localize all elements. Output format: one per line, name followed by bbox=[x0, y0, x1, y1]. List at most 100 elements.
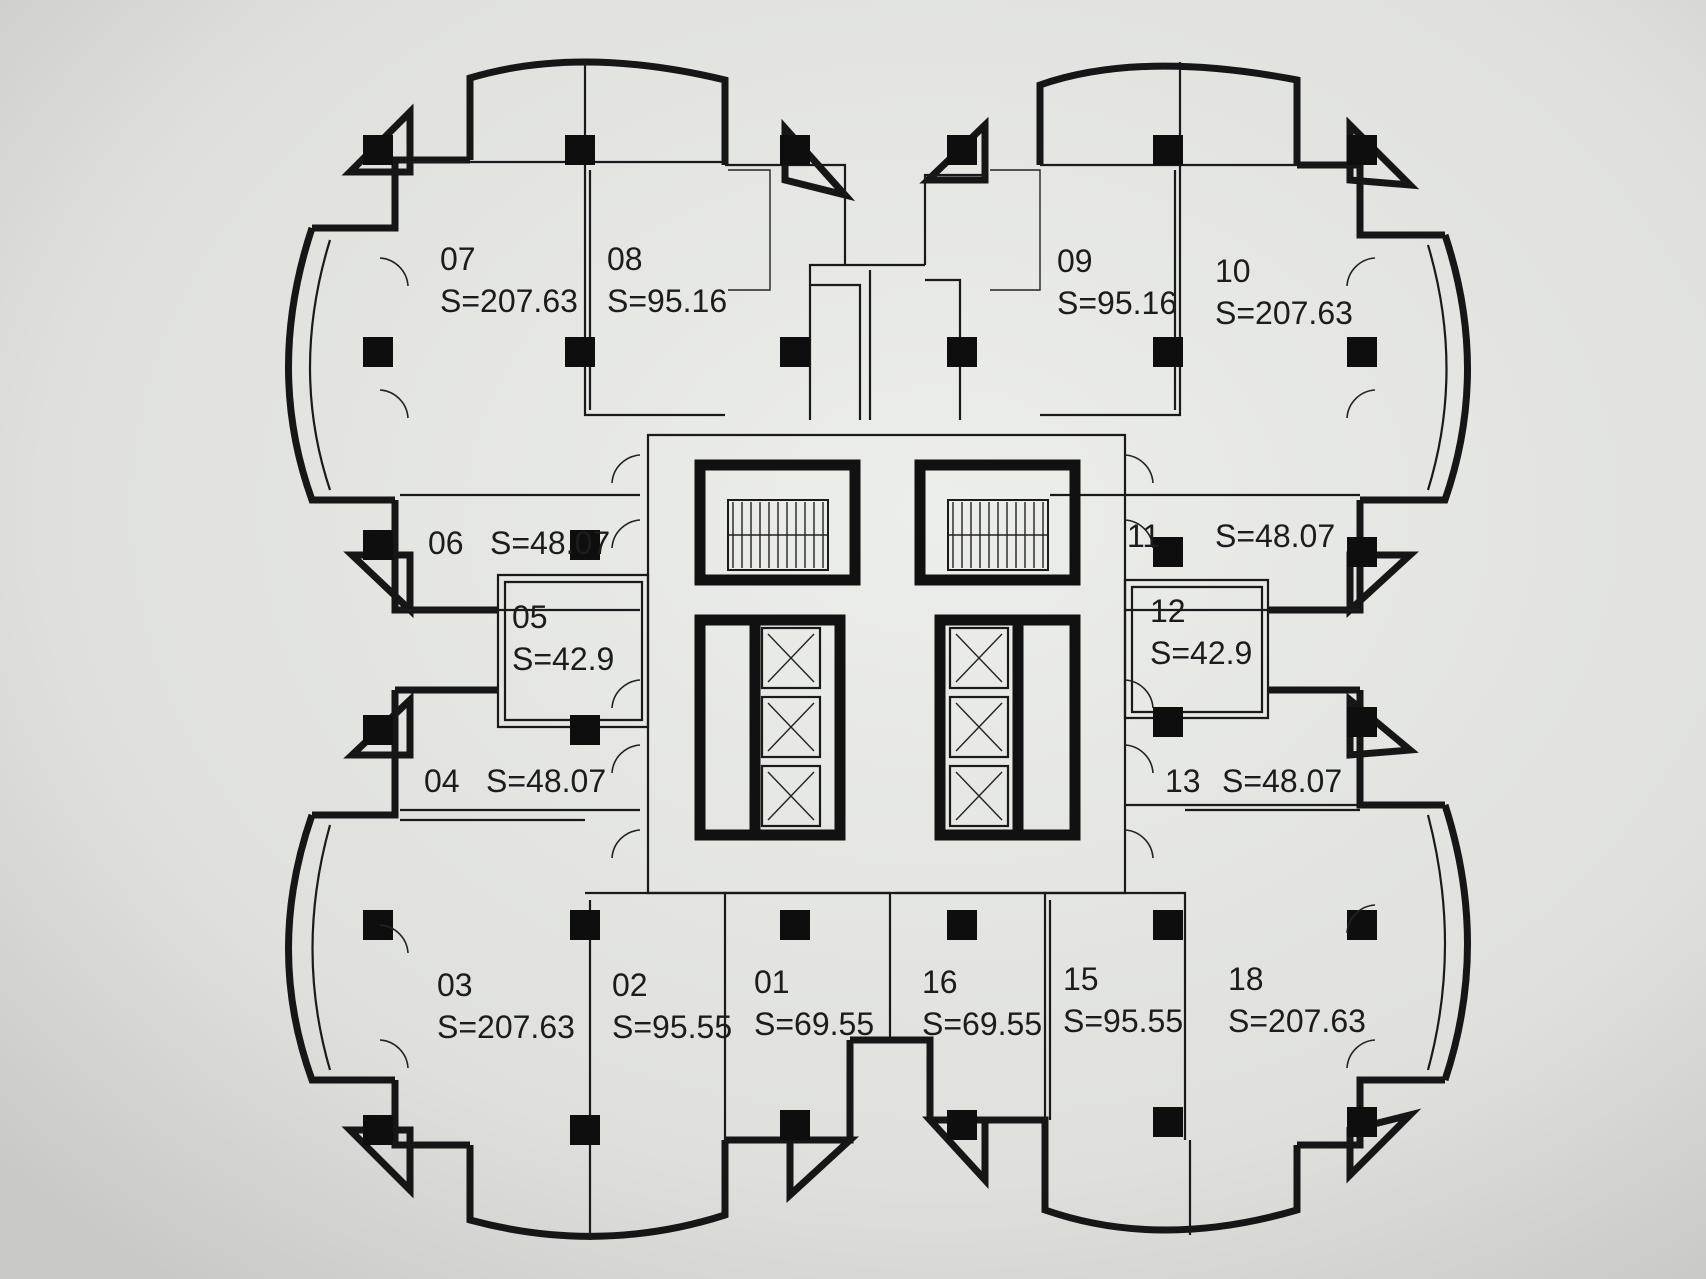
column bbox=[947, 337, 977, 367]
door-swing bbox=[1346, 389, 1376, 419]
door-swing bbox=[611, 519, 641, 549]
unit-03-id: 03 bbox=[437, 967, 473, 1003]
column bbox=[363, 135, 393, 165]
unit-05-id: 05 bbox=[512, 599, 548, 635]
door-swing bbox=[379, 924, 409, 954]
column bbox=[363, 715, 393, 745]
column bbox=[780, 337, 810, 367]
column bbox=[570, 1115, 600, 1145]
door-swing bbox=[611, 744, 641, 774]
column bbox=[570, 910, 600, 940]
door-swing bbox=[1124, 454, 1154, 484]
door-swing bbox=[1124, 829, 1154, 859]
unit-06-id: 06 bbox=[428, 525, 464, 561]
column bbox=[570, 530, 600, 560]
column bbox=[780, 135, 810, 165]
unit-13-id: 13 bbox=[1165, 763, 1201, 799]
unit-15-id: 15 bbox=[1063, 961, 1099, 997]
elevator-cross bbox=[955, 633, 1003, 683]
column bbox=[947, 910, 977, 940]
unit-01-area: S=69.55 bbox=[754, 1006, 874, 1042]
elevator-cross bbox=[767, 633, 815, 683]
elevator-cross bbox=[955, 702, 1003, 752]
unit-12-area: S=42.9 bbox=[1150, 635, 1252, 671]
unit-06-area: S=48.07 bbox=[490, 525, 610, 561]
column bbox=[363, 530, 393, 560]
column bbox=[1153, 707, 1183, 737]
elevator-cabin bbox=[948, 626, 1010, 690]
door-swing bbox=[379, 1039, 409, 1069]
unit-10-id: 10 bbox=[1215, 253, 1251, 289]
unit-11-id: 11 bbox=[1127, 518, 1160, 554]
unit-18-id: 18 bbox=[1228, 961, 1264, 997]
door-swing bbox=[611, 829, 641, 859]
columns bbox=[363, 135, 1377, 1145]
unit-16-area: S=69.55 bbox=[922, 1006, 1042, 1042]
elevator-cabin bbox=[948, 695, 1010, 759]
door-swing bbox=[379, 257, 409, 287]
door-swing bbox=[1124, 519, 1154, 549]
column bbox=[565, 135, 595, 165]
column bbox=[363, 337, 393, 367]
unit-09-id: 09 bbox=[1057, 243, 1093, 279]
column bbox=[1347, 707, 1377, 737]
unit-10-area: S=207.63 bbox=[1215, 295, 1353, 331]
unit-05-area: S=42.9 bbox=[512, 641, 614, 677]
door-swing bbox=[1346, 257, 1376, 287]
column bbox=[1153, 135, 1183, 165]
door-swing bbox=[1124, 679, 1154, 709]
unit-09-area: S=95.16 bbox=[1057, 285, 1177, 321]
column bbox=[363, 1115, 393, 1145]
door-swing bbox=[1346, 1039, 1376, 1069]
column bbox=[1153, 910, 1183, 940]
elevator-cabin bbox=[760, 764, 822, 828]
column bbox=[1153, 1107, 1183, 1137]
column bbox=[363, 910, 393, 940]
unit-01-id: 01 bbox=[754, 964, 790, 1000]
unit-04-area: S=48.07 bbox=[486, 763, 606, 799]
column bbox=[1347, 337, 1377, 367]
unit-07-area: S=207.63 bbox=[440, 283, 578, 319]
unit-13-area: S=48.07 bbox=[1222, 763, 1342, 799]
column bbox=[1153, 537, 1183, 567]
elevator-cabin bbox=[948, 764, 1010, 828]
unit-02-id: 02 bbox=[612, 967, 648, 1003]
unit-labels: 07 S=207.63 08 S=95.16 09 S=95.16 10 S=2… bbox=[424, 241, 1366, 1045]
door-swing bbox=[379, 389, 409, 419]
unit-16-id: 16 bbox=[922, 964, 958, 1000]
unit-08-area: S=95.16 bbox=[607, 283, 727, 319]
door-swing bbox=[611, 454, 641, 484]
unit-11-area: S=48.07 bbox=[1215, 518, 1335, 554]
doors bbox=[379, 257, 1376, 1069]
column bbox=[947, 135, 977, 165]
column bbox=[1347, 1107, 1377, 1137]
elevators bbox=[760, 626, 1010, 828]
door-swing bbox=[1124, 744, 1154, 774]
elevator-cross bbox=[767, 702, 815, 752]
door-swing bbox=[1346, 904, 1376, 934]
building-core bbox=[694, 459, 1081, 841]
stair-treads bbox=[728, 502, 1048, 568]
unit-18-area: S=207.63 bbox=[1228, 1003, 1366, 1039]
elevator-cross bbox=[955, 771, 1003, 821]
column bbox=[947, 1110, 977, 1140]
unit-03-area: S=207.63 bbox=[437, 1009, 575, 1045]
unit-12-id: 12 bbox=[1150, 593, 1186, 629]
column bbox=[1347, 135, 1377, 165]
elevator-cross bbox=[767, 771, 815, 821]
column bbox=[1347, 537, 1377, 567]
unit-02-area: S=95.55 bbox=[612, 1009, 732, 1045]
column bbox=[780, 1110, 810, 1140]
column bbox=[780, 910, 810, 940]
unit-07-id: 07 bbox=[440, 241, 476, 277]
unit-08-id: 08 bbox=[607, 241, 643, 277]
column bbox=[1347, 910, 1377, 940]
column bbox=[565, 337, 595, 367]
unit-04-id: 04 bbox=[424, 763, 460, 799]
column bbox=[1153, 337, 1183, 367]
column bbox=[570, 715, 600, 745]
elevator-cabin bbox=[760, 626, 822, 690]
door-swing bbox=[611, 679, 641, 709]
elevator-cabin bbox=[760, 695, 822, 759]
